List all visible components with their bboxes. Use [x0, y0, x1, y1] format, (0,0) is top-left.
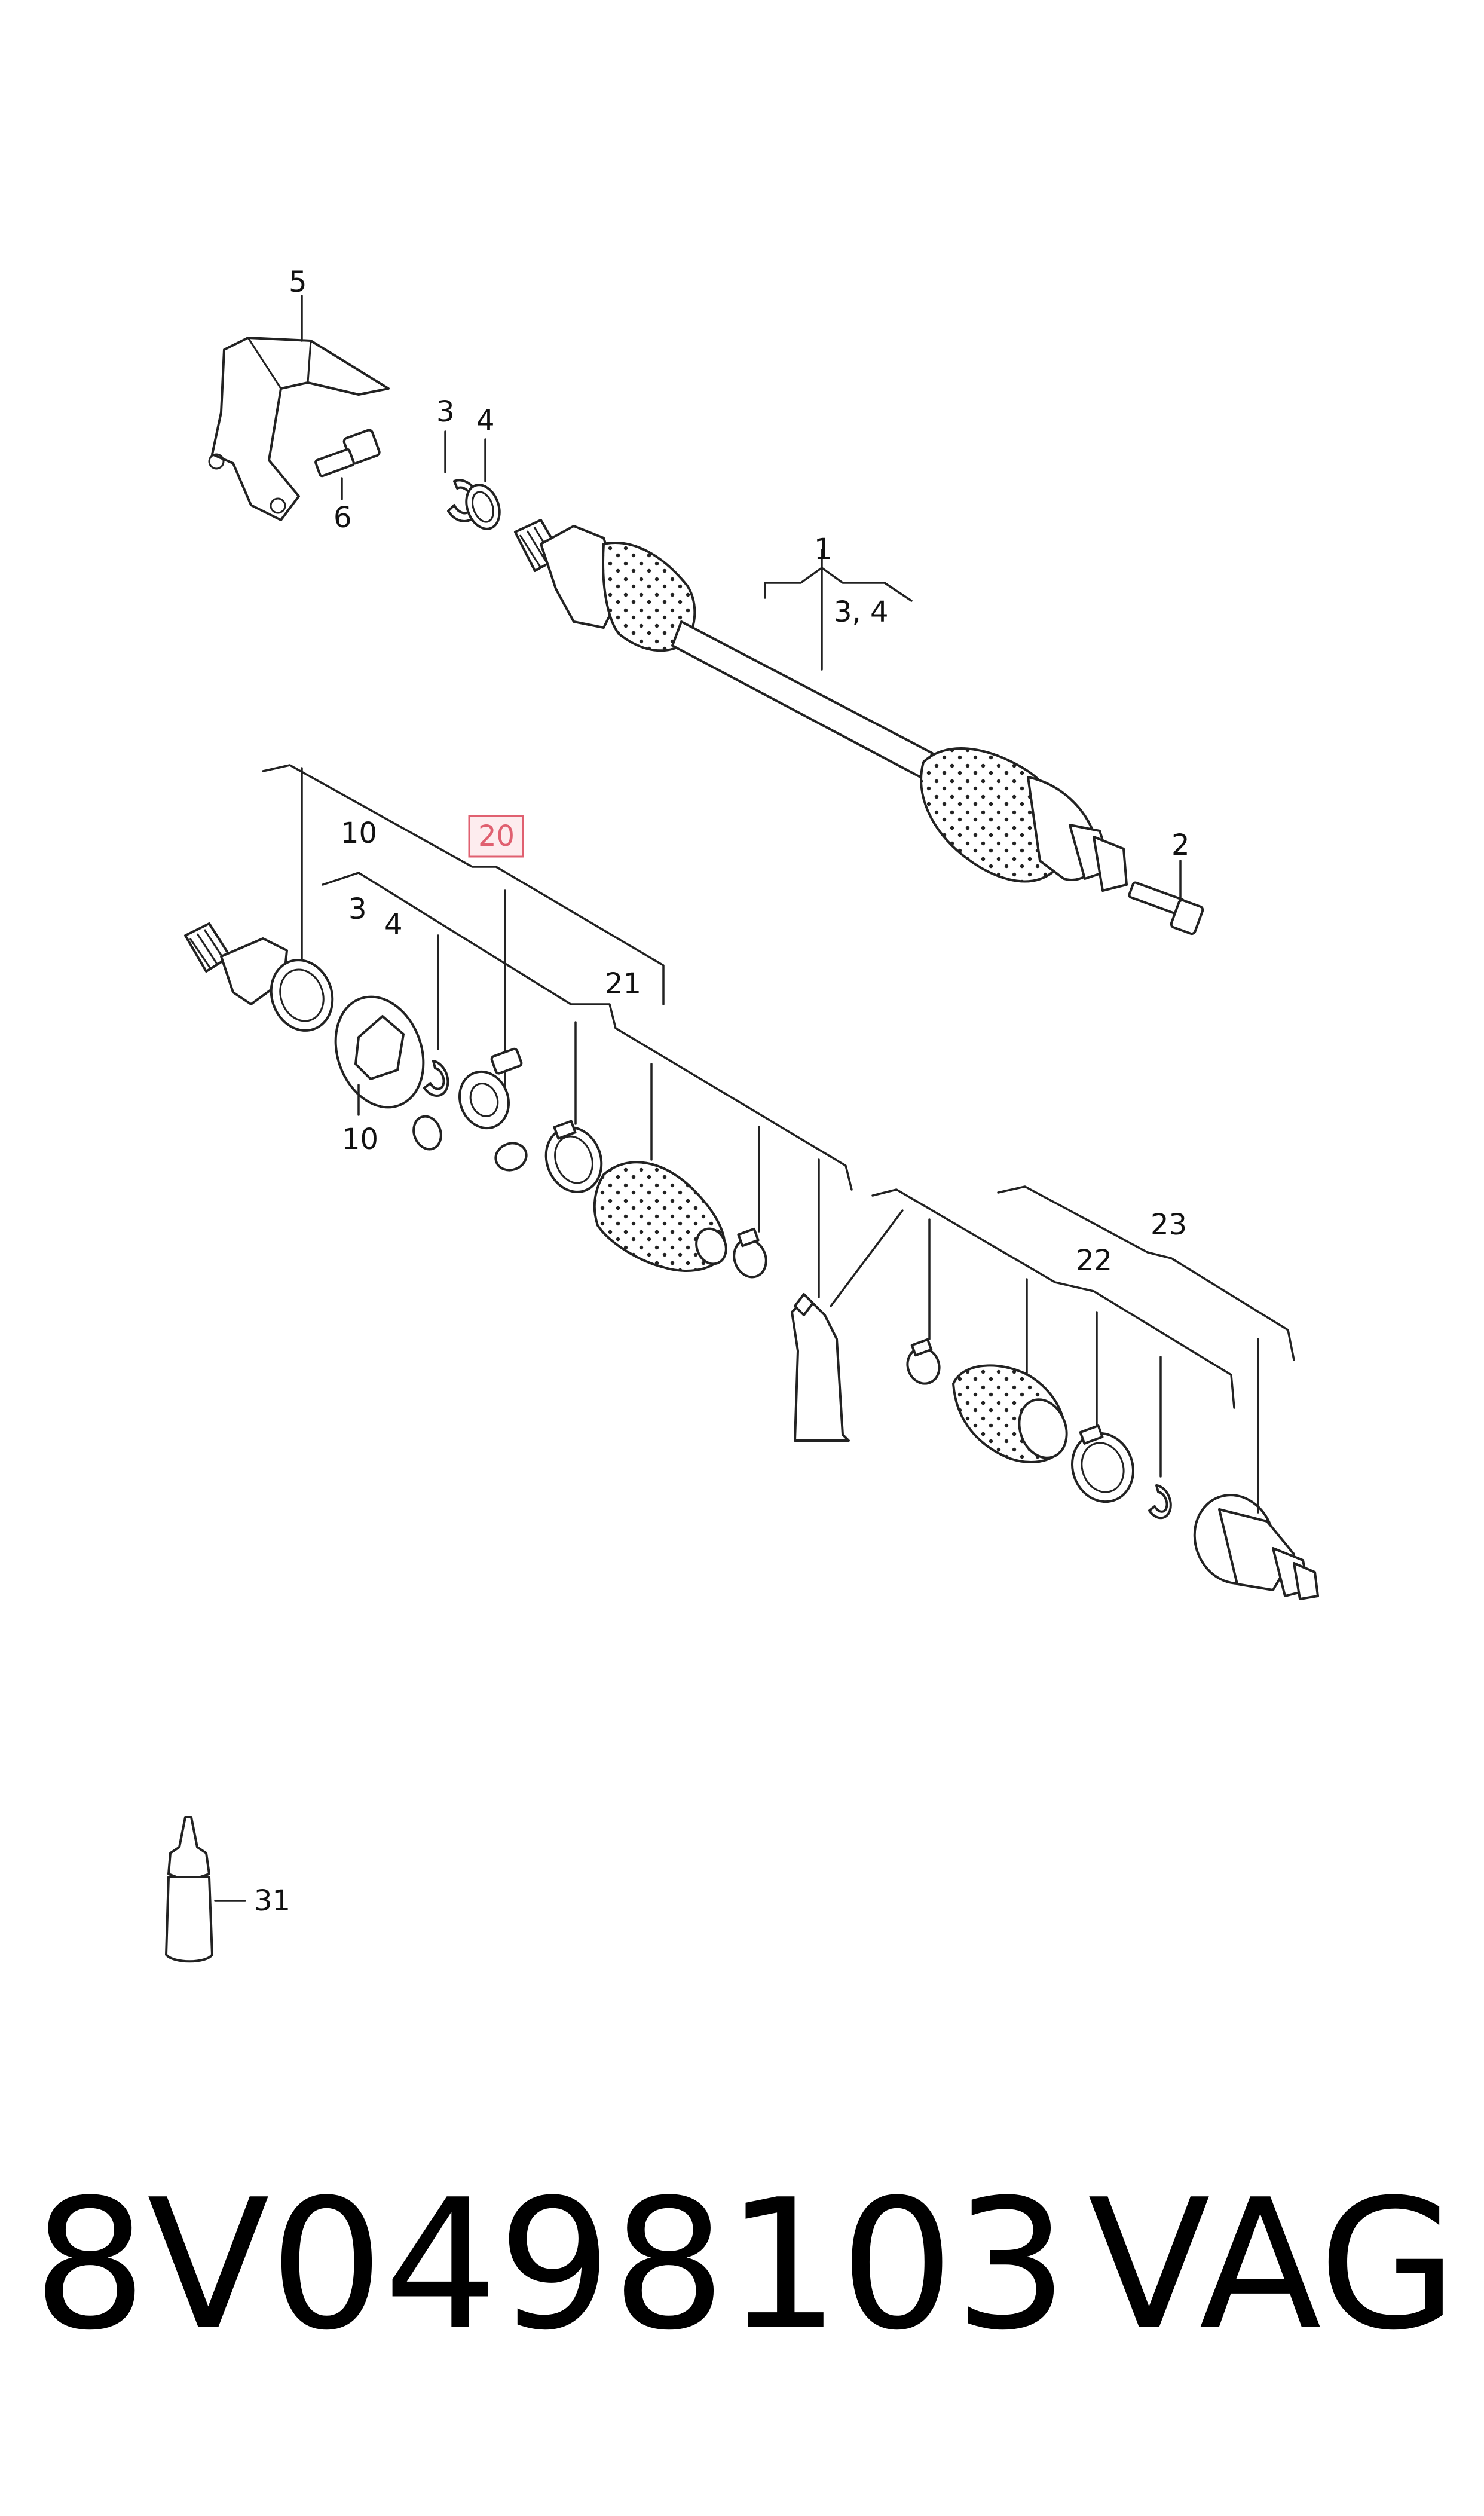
callout-3-top: 3: [436, 395, 455, 429]
callout-31: 31: [254, 1884, 290, 1918]
callout-4-mid: 4: [384, 908, 403, 941]
callout-20: 20: [478, 820, 515, 853]
callout-3-mid: 3: [348, 892, 367, 926]
clamp-small-outer[interactable]: [902, 1338, 944, 1388]
inner-joint-housing[interactable]: [184, 922, 342, 1039]
callout-22: 22: [1076, 1244, 1112, 1277]
callout-2: 2: [1171, 829, 1190, 862]
bolt-part-6[interactable]: [314, 429, 381, 478]
outer-cv-joint[interactable]: [1182, 1484, 1319, 1600]
callout-20-highlight[interactable]: 20: [468, 815, 524, 858]
grease-tube[interactable]: [791, 1293, 850, 1442]
brand-label: VAG: [1088, 2161, 1458, 2370]
callout-6: 6: [333, 501, 352, 534]
callout-5: 5: [289, 265, 307, 299]
tripod-joint-part-20[interactable]: [409, 1047, 530, 1174]
callout-23: 23: [1151, 1208, 1187, 1242]
callout-4-top: 4: [476, 404, 495, 438]
callout-1: 1: [814, 533, 833, 566]
callout-10-upper: 10: [341, 817, 377, 850]
part-number: 8V0498103: [33, 2161, 1069, 2370]
inner-boot[interactable]: [593, 1161, 731, 1272]
clamp-band-inner[interactable]: [537, 1120, 610, 1200]
callout-21: 21: [605, 967, 641, 1001]
circlip-part-3-mid[interactable]: [423, 1060, 449, 1097]
cover-part-10[interactable]: [321, 985, 439, 1120]
ring-part-4-top[interactable]: [461, 480, 506, 533]
circlip-outer[interactable]: [1148, 1484, 1172, 1520]
callout-10-lower: 10: [342, 1123, 378, 1156]
heat-shield-part-5[interactable]: [208, 337, 390, 521]
outer-boot[interactable]: [951, 1364, 1075, 1465]
bolt-part-2[interactable]: [1128, 881, 1204, 936]
drive-shaft-part-1[interactable]: [514, 519, 1128, 892]
callout-1-sub: 3, 4: [834, 595, 889, 629]
bottle-part-31[interactable]: [165, 1816, 213, 1963]
clamp-small-inner[interactable]: [729, 1227, 772, 1282]
clamp-band-outer[interactable]: [1063, 1424, 1143, 1510]
